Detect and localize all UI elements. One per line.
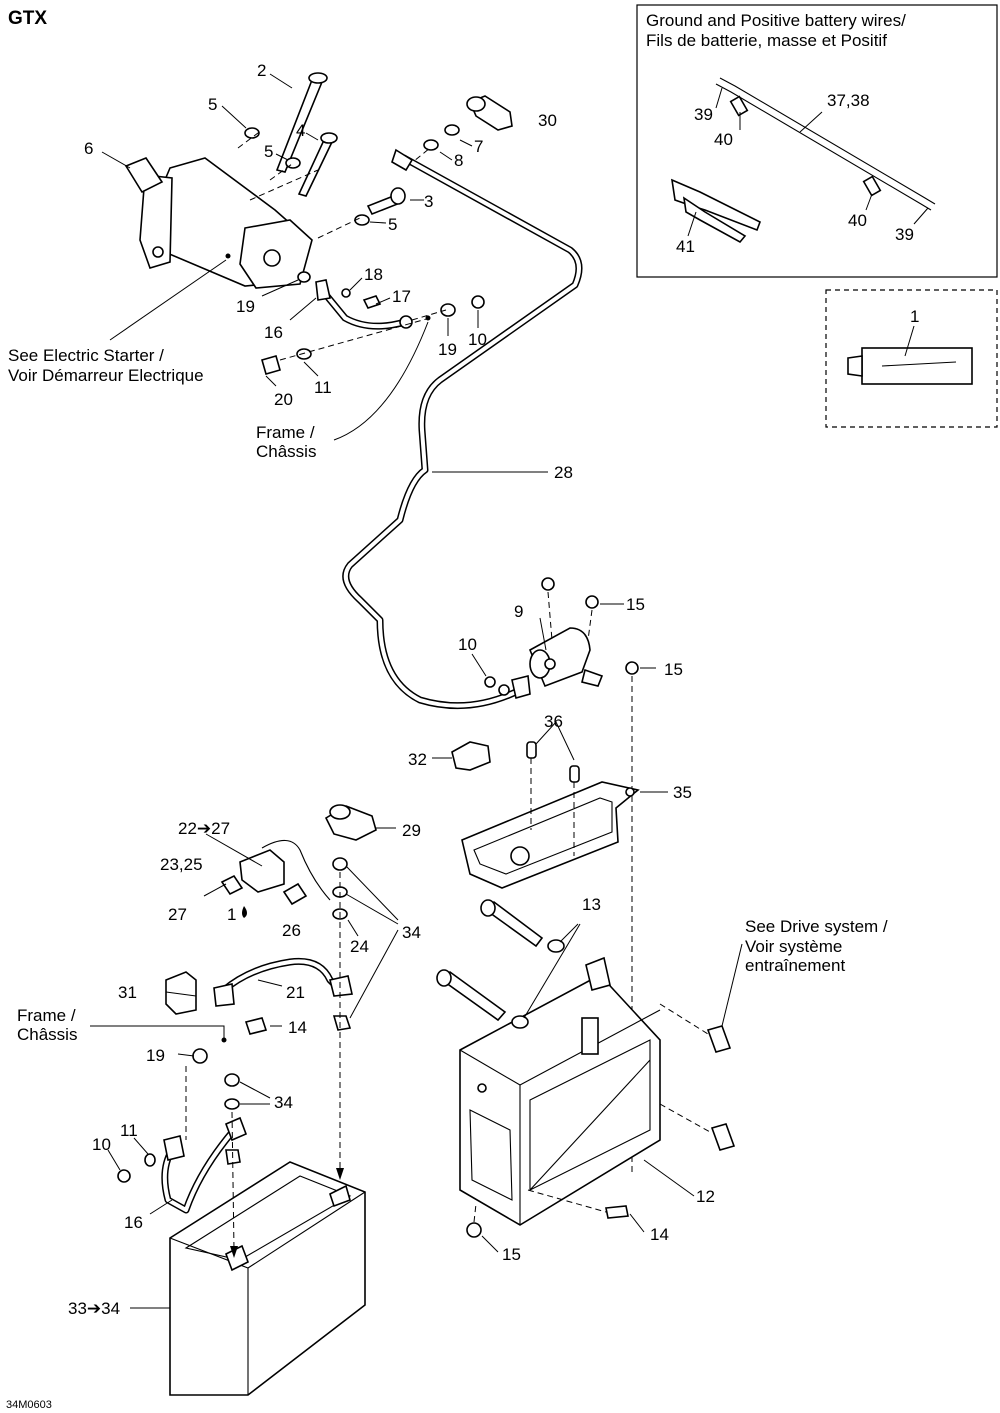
leader-lines [90,73,743,1309]
callout-30: 30 [538,111,557,130]
callout-33-34: 33➔34 [68,1299,120,1318]
battery-drawing [169,1161,366,1396]
callout-5-b: 5 [264,142,273,161]
callout-10-c: 10 [92,1135,111,1154]
callout-24: 24 [350,937,369,956]
callout-14-b: 14 [650,1225,669,1244]
starter-pinion-drawing [124,157,164,194]
note-frame-bottom-line2: Châssis [17,1025,77,1044]
image-code: 34M0603 [6,1399,52,1411]
callout-31: 31 [118,983,137,1002]
inset-battery-wires: Ground and Positive battery wires/ Fils … [636,4,998,278]
battery-cable-drawing [719,77,936,205]
callout-1-inset: 1 [910,307,919,326]
note-frame-top-line2: Châssis [256,442,316,461]
note-electric-starter-line1: See Electric Starter / [8,346,164,365]
callout-6: 6 [84,139,93,158]
callout-12: 12 [696,1187,715,1206]
bracket-35 [461,741,640,889]
callout-15-b: 15 [664,660,683,679]
boot-31-drawing [165,971,197,1015]
callouts: 2 5 4 5 6 30 7 8 3 5 18 19 17 16 19 10 2… [68,61,715,1318]
note-drive-line2: Voir système [745,937,842,956]
callout-16-a: 16 [264,323,283,342]
diagram-title: GTX [8,8,47,29]
callout-40-a: 40 [714,130,733,149]
callout-19-c: 19 [146,1046,165,1065]
callout-19-a: 19 [236,297,255,316]
fuse-holder-drawing [239,849,285,893]
callout-2: 2 [257,61,266,80]
note-frame-bottom-line1: Frame / [17,1006,76,1025]
callout-13: 13 [582,895,601,914]
callout-21: 21 [286,983,305,1002]
battery-cables [117,804,377,1258]
callout-5-a: 5 [208,95,217,114]
inset-title-line2: Fils de batterie, masse et Positif [646,31,887,50]
callout-26: 26 [282,921,301,940]
callout-8: 8 [454,151,463,170]
callout-3: 3 [424,192,433,211]
callout-37-38: 37,38 [827,91,870,110]
callout-18: 18 [364,265,383,284]
inset-title-line1: Ground and Positive battery wires/ [646,11,906,30]
callout-9: 9 [514,602,523,621]
note-electric-starter-line2: Voir Démarreur Electrique [8,366,204,385]
notes: See Electric Starter / Voir Démarreur El… [8,346,888,1044]
callout-7: 7 [474,137,483,156]
callout-19-b: 19 [438,340,457,359]
callout-22-27: 22➔27 [178,819,230,838]
solenoid-assembly [484,577,639,1176]
positive-cable-28 [342,148,583,710]
callout-40-b: 40 [848,211,867,230]
battery-tray-12 [436,899,736,1238]
note-drive-line3: entraînement [745,956,845,975]
callout-10-b: 10 [458,635,477,654]
bolt-4-drawing [297,139,334,197]
callout-11-a: 11 [314,378,332,397]
callout-5-c: 5 [388,215,397,234]
callout-14-a: 14 [288,1018,307,1037]
callout-1-fuse: 1 [227,905,236,924]
callout-16-b: 16 [124,1213,143,1232]
crimping-tool-drawing [670,178,762,232]
callout-35: 35 [673,783,692,802]
callout-15-a: 15 [626,595,645,614]
callout-28: 28 [554,463,573,482]
boot-32-drawing [451,741,491,771]
callout-34-a: 34 [402,923,421,942]
starter-assembly [124,72,513,375]
inset-grease-tube: 1 [825,289,998,428]
callout-34-b: 34 [274,1093,293,1112]
callout-4: 4 [296,121,305,140]
callout-23-25: 23,25 [160,855,203,874]
battery-33 [169,1161,366,1396]
note-drive-line1: See Drive system / [745,917,888,936]
callout-39-b: 39 [895,225,914,244]
note-frame-top-line1: Frame / [256,423,315,442]
callout-11-b: 11 [120,1121,138,1140]
callout-17: 17 [392,287,411,306]
callout-27: 27 [168,905,187,924]
callout-32: 32 [408,750,427,769]
bracket-drawing [461,781,640,889]
callout-20: 20 [274,390,293,409]
callout-39-a: 39 [694,105,713,124]
callout-41: 41 [676,237,695,256]
callout-15-c: 15 [502,1245,521,1264]
callout-29: 29 [402,821,421,840]
tube-drawing [861,347,973,385]
callout-36: 36 [544,712,563,731]
callout-10-a: 10 [468,330,487,349]
